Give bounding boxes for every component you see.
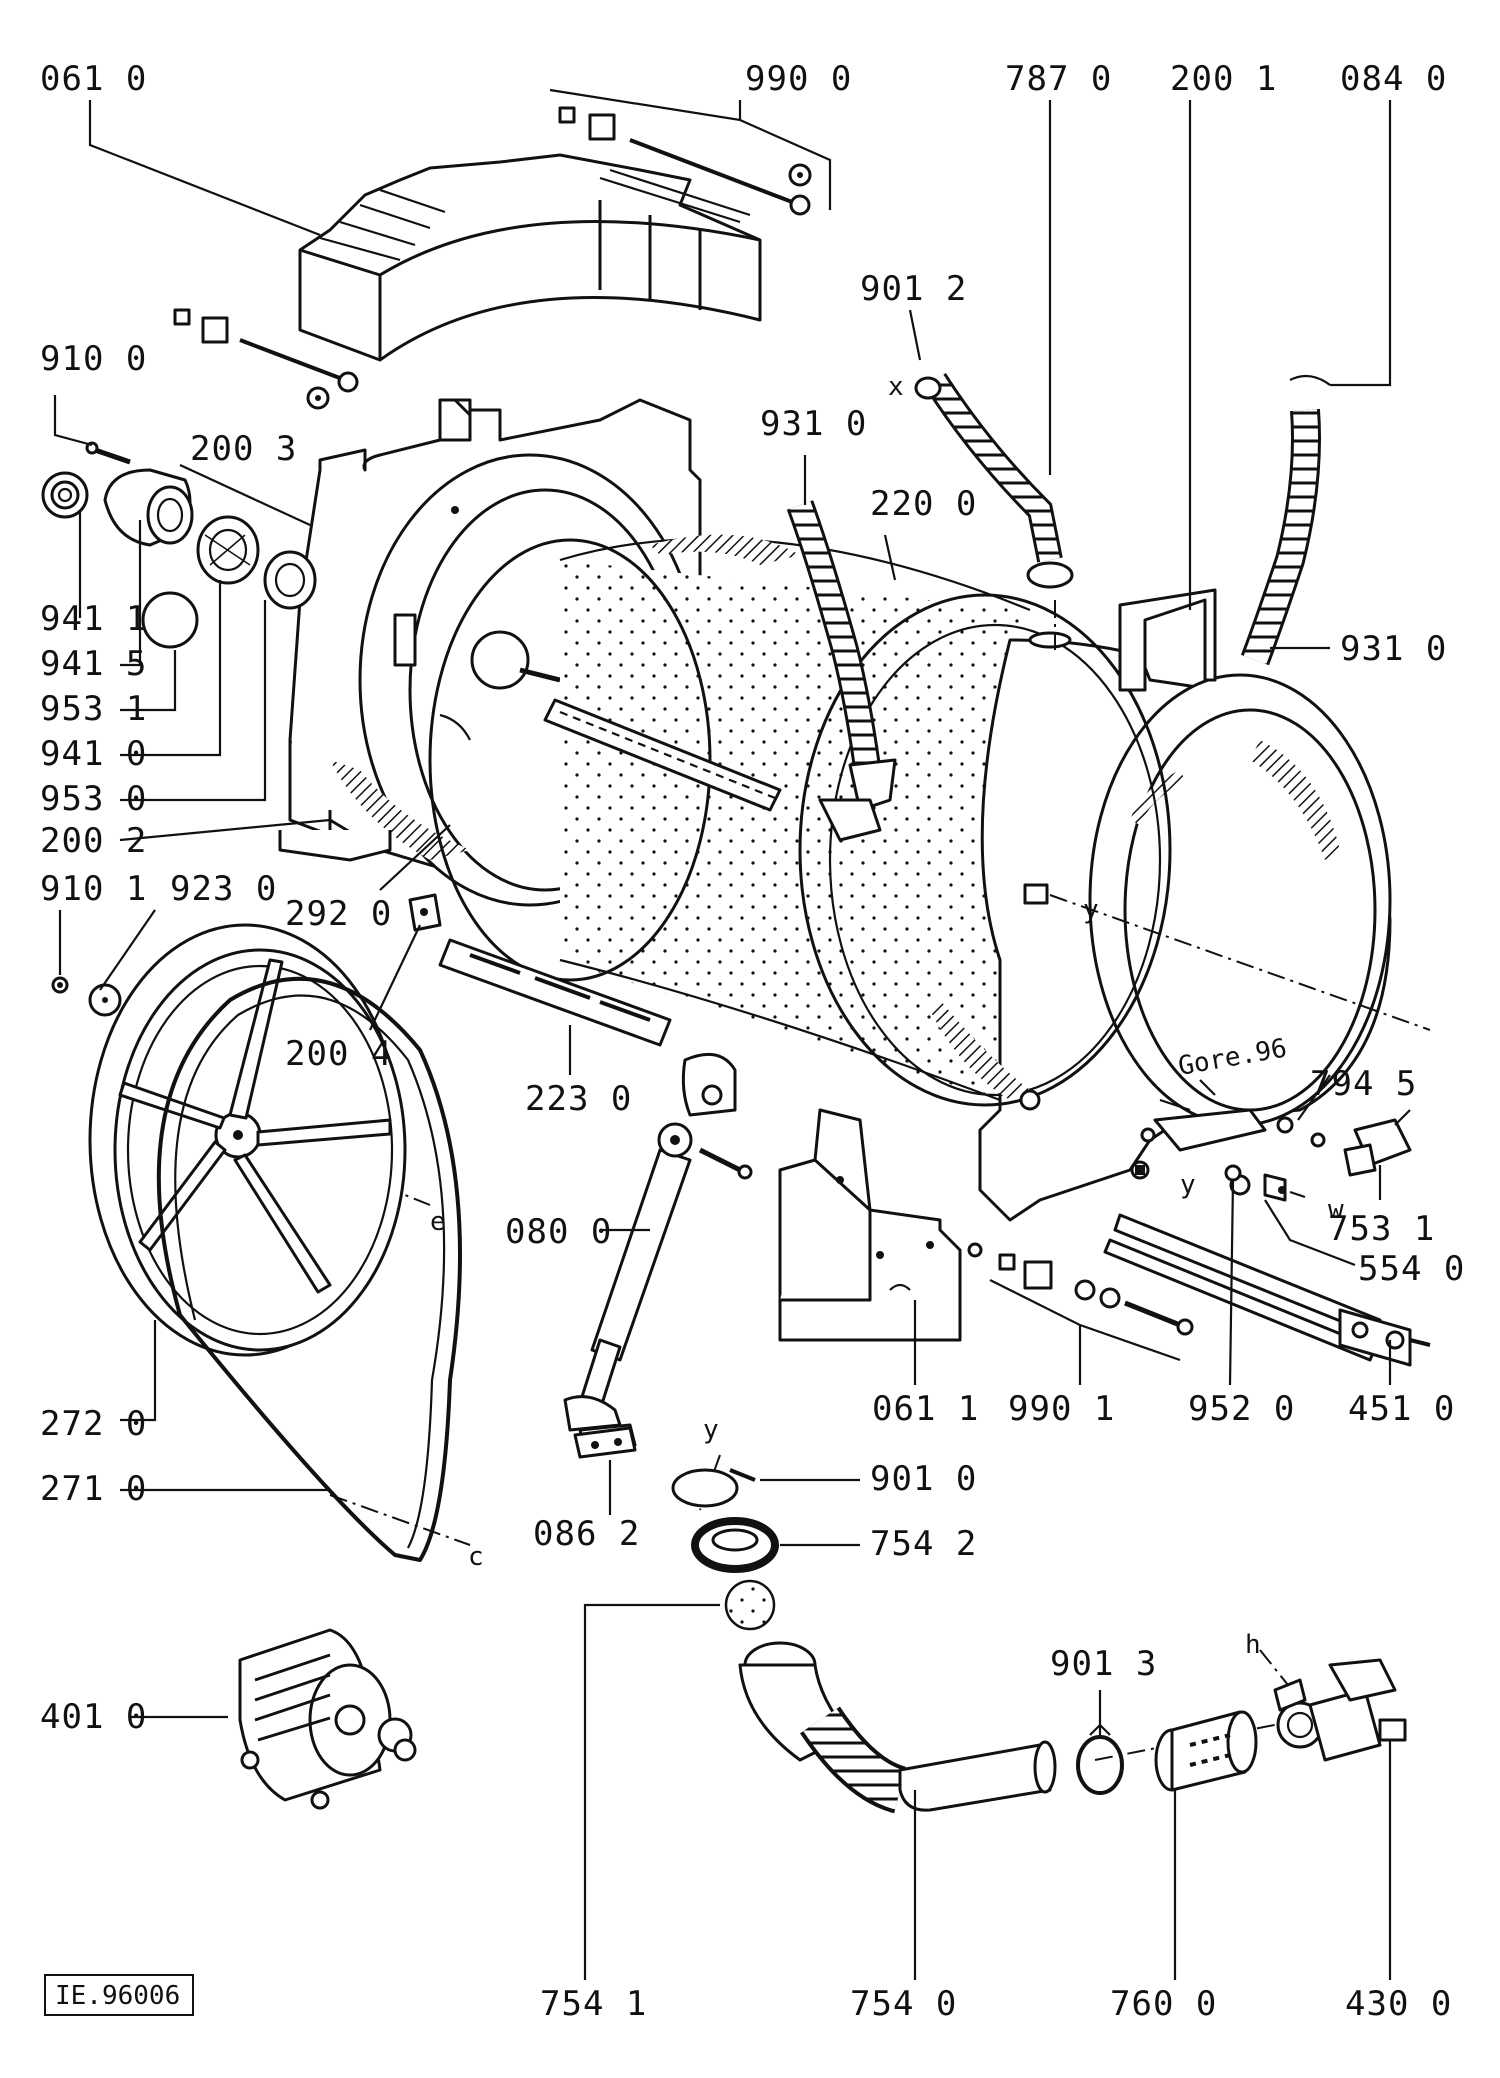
bracket-794: [1140, 1108, 1326, 1152]
label-941-1: 941 1: [40, 599, 147, 639]
label-220-0: 220 0: [870, 484, 977, 524]
label-941-5: 941 5: [40, 644, 147, 684]
label-086-2: 086 2: [533, 1514, 640, 1554]
label-200-4: 200 4: [285, 1034, 392, 1074]
label-953-1: 953 1: [40, 689, 147, 729]
thermostat-753: [1343, 1109, 1412, 1177]
top-counterweight: [298, 153, 762, 362]
bellows-787: [914, 372, 1074, 589]
belt-clip: [573, 1426, 637, 1459]
filter-760-0: [1154, 1710, 1258, 1792]
label-200-1: 200 1: [1170, 59, 1277, 99]
ball-754-1: [724, 1579, 776, 1631]
label-953-0: 953 0: [40, 779, 147, 819]
label-910-1: 910 1: [40, 869, 147, 909]
bolt-910-1: [51, 976, 69, 994]
label-901-3: 901 3: [1050, 1644, 1157, 1684]
marker-e: e: [430, 1207, 446, 1237]
washer-952: [1224, 1164, 1242, 1182]
damper-clip: [681, 1052, 737, 1117]
motor-401-0: [238, 1628, 417, 1810]
marker-w: w: [1328, 1195, 1344, 1225]
label-554-0: 554 0: [1358, 1249, 1465, 1289]
label-923-0: 923 0: [170, 869, 277, 909]
sump-hose-754-0: [738, 1641, 1057, 1814]
label-451-0: 451 0: [1348, 1389, 1455, 1429]
heater-element: [1103, 1213, 1431, 1367]
label-061-1: 061 1: [872, 1389, 979, 1429]
bearing-group: [41, 441, 317, 649]
diagram-id-box: IE.96006: [44, 1974, 194, 2016]
label-084-0: 084 0: [1340, 59, 1447, 99]
label-931-0-a: 931 0: [760, 404, 867, 444]
label-931-0-b: 931 0: [1340, 629, 1447, 669]
label-990-1: 990 1: [1008, 1389, 1115, 1429]
label-787-0: 787 0: [1005, 59, 1112, 99]
label-401-0: 401 0: [40, 1697, 147, 1737]
marker-c: c: [468, 1542, 484, 1572]
gasket-754-2: [691, 1517, 779, 1573]
label-754-2: 754 2: [870, 1524, 977, 1564]
marker-letters: x y y w e c y h: [430, 372, 1344, 1660]
hose-931-right: [1240, 374, 1331, 666]
label-223-0: 223 0: [525, 1079, 632, 1119]
diagram-id: IE.96006: [55, 1981, 180, 2011]
hose-931-left: [786, 500, 897, 842]
bracket-223-0: [438, 938, 672, 1047]
label-200-3: 200 3: [190, 429, 297, 469]
callout-labels: 061 0 990 0 787 0 200 1 084 0 901 2 910 …: [40, 59, 1465, 2024]
label-430-0: 430 0: [1345, 1984, 1452, 2024]
ntc-sensor: [1229, 1173, 1306, 1202]
label-760-0: 760 0: [1110, 1984, 1217, 2024]
front-tub-half: Gore.96: [798, 588, 1392, 1222]
label-754-0: 754 0: [850, 1984, 957, 2024]
drum-pulley: [88, 923, 407, 1357]
clip-901-0: [671, 1468, 756, 1508]
label-271-0: 271 0: [40, 1469, 147, 1509]
label-272-0: 272 0: [40, 1404, 147, 1444]
label-901-2: 901 2: [860, 269, 967, 309]
bolt-set-top: [558, 106, 812, 216]
marker-h: h: [1245, 1630, 1261, 1660]
label-941-0: 941 0: [40, 734, 147, 774]
label-080-0: 080 0: [505, 1212, 612, 1252]
clip-292-0: [408, 893, 442, 932]
label-794-5: 794 5: [1310, 1064, 1417, 1104]
bottom-counterweight: [778, 1108, 962, 1342]
label-292-0: 292 0: [285, 894, 392, 934]
label-200-2: 200 2: [40, 821, 147, 861]
label-061-0: 061 0: [40, 59, 147, 99]
leader-lines: [53, 88, 1392, 1980]
marker-y-heater: y: [1180, 1170, 1196, 1200]
bolt-set-left: [173, 308, 359, 410]
shock-absorber: [563, 1122, 753, 1452]
label-910-0: 910 0: [40, 339, 147, 379]
marker-y-drum: y: [1083, 895, 1099, 925]
label-753-1: 753 1: [1328, 1209, 1435, 1249]
marker-y-sump: y: [703, 1415, 719, 1445]
bolt-set-bottom: [967, 1242, 1194, 1336]
drain-pump-430-0: [1273, 1658, 1407, 1762]
washer-923-0: [88, 983, 122, 1017]
label-952-0: 952 0: [1188, 1389, 1295, 1429]
label-754-1: 754 1: [540, 1984, 647, 2024]
label-901-0: 901 0: [870, 1459, 977, 1499]
drive-belt: [156, 976, 462, 1562]
perforated-drum: [428, 534, 1031, 1102]
label-990-0: 990 0: [745, 59, 852, 99]
marker-x: x: [888, 372, 904, 402]
